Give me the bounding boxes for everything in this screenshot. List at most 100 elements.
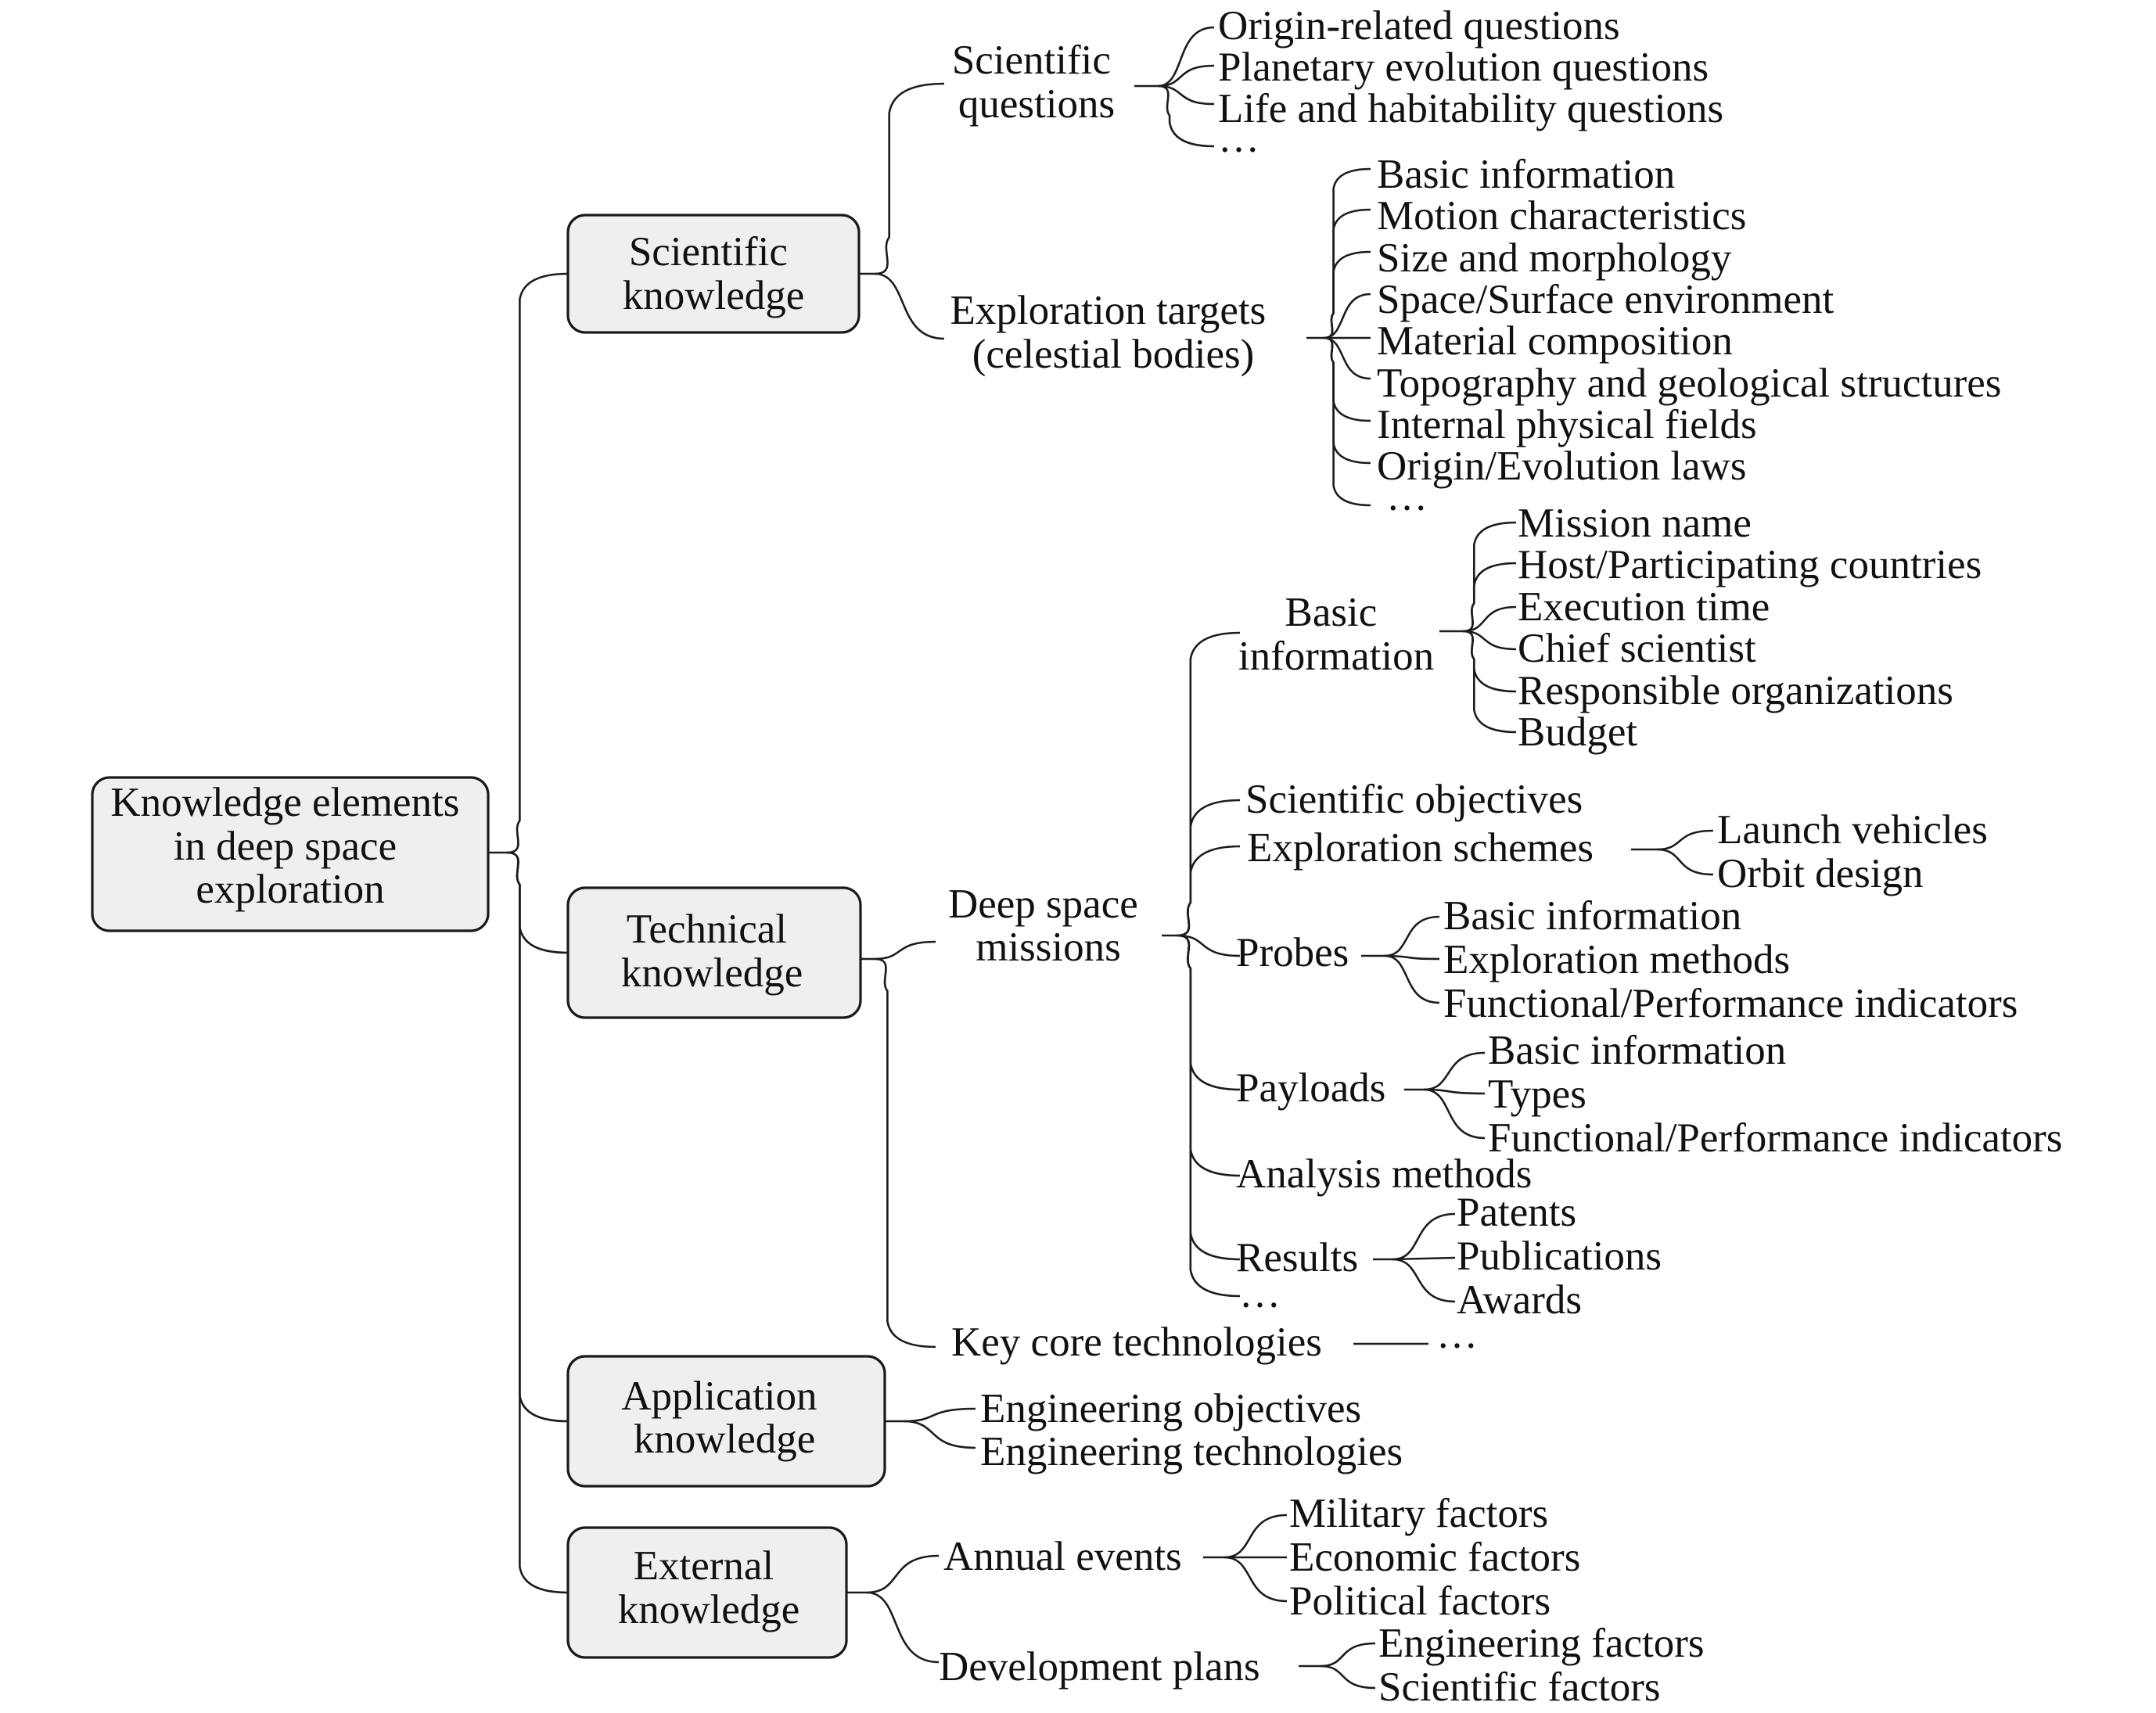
leaf-size-and-morphology: Size and morphology: [1377, 235, 1732, 281]
exploration-schemes-items: Launch vehicles Orbit design: [1717, 807, 1988, 896]
node-application-knowledge-box: [566, 1355, 886, 1488]
node-technical-knowledge-label: Technical knowledge: [621, 907, 803, 996]
connector-results-0: [1392, 1212, 1456, 1261]
node-scientific-knowledge-label: Scientific knowledge: [623, 229, 805, 318]
leaf-orbit-design: Orbit design: [1717, 851, 1924, 896]
node-mission-basic-information: Basic information: [1238, 590, 1434, 679]
leaf-patents: Patents: [1457, 1190, 1576, 1235]
connector-basic-info-2: [1462, 605, 1517, 633]
leaf-engineering-objectives: Engineering objectives: [980, 1386, 1361, 1431]
leaf-probe-performance-indicators: Functional/Performance indicators: [1443, 981, 2018, 1026]
node-deep-space-missions: Deep space missions: [948, 882, 1148, 970]
connector-missions-5: [1177, 934, 1241, 1177]
node-external-knowledge-box: [566, 1526, 848, 1659]
leaf-political-factors: Political factors: [1289, 1578, 1551, 1624]
connector-technical-1: [874, 957, 936, 1348]
node-annual-events: Annual events: [943, 1534, 1182, 1579]
connector-schemes-1: [1656, 848, 1714, 876]
node-technical-knowledge: Technical knowledge: [566, 886, 862, 1019]
connector-targets-0: [1323, 167, 1371, 339]
node-application-knowledge-label: Application knowledge: [621, 1374, 827, 1462]
leaf-origin-evolution-laws: Origin/Evolution laws: [1377, 444, 1747, 489]
connector-application-0: [903, 1407, 976, 1423]
connector-application-1: [903, 1420, 976, 1449]
connector-missions-2: [1177, 845, 1241, 937]
leaf-target-basic-information: Basic information: [1377, 152, 1675, 197]
node-development-plans: Development plans: [939, 1644, 1260, 1690]
leaf-probe-basic-information: Basic information: [1443, 893, 1741, 939]
node-exploration-schemes: Exploration schemes: [1247, 825, 1594, 871]
leaf-budget: Budget: [1518, 709, 1637, 755]
connector-basic-info-4: [1462, 630, 1517, 693]
connector-technical-0: [874, 940, 936, 961]
leaf-scientific-factors: Scientific factors: [1378, 1665, 1661, 1709]
node-scientific-questions: Scientific questions: [952, 38, 1121, 127]
connector-payloads-2: [1423, 1088, 1486, 1140]
root-node: Knowledge elements in deep space explora…: [91, 776, 490, 932]
node-scientific-objectives: Scientific objectives: [1245, 777, 1583, 822]
connector-lines: [488, 26, 1714, 1690]
connector-missions-1: [1177, 799, 1241, 937]
leaf-payload-basic-information: Basic information: [1488, 1028, 1786, 1073]
connector-scientific-1: [874, 272, 945, 340]
development-plans-items: Engineering factors Scientific factors: [1378, 1621, 1704, 1710]
node-missions-ellipsis: …: [1239, 1271, 1281, 1316]
connector-scientific-0: [874, 82, 945, 275]
leaf-engineering-factors: Engineering factors: [1378, 1621, 1704, 1666]
leaf-execution-time: Execution time: [1518, 584, 1770, 630]
connector-basic-info-1: [1462, 562, 1517, 633]
leaf-internal-physical-fields: Internal physical fields: [1377, 402, 1757, 447]
application-items: Engineering objectives Engineering techn…: [980, 1386, 1403, 1474]
node-analysis-methods: Analysis methods: [1236, 1151, 1532, 1197]
connector-questions-2: [1157, 84, 1215, 106]
connector-results-2: [1392, 1258, 1456, 1303]
node-exploration-targets: Exploration targets (celestial bodies): [950, 288, 1276, 377]
connector-missions-4: [1177, 934, 1241, 1091]
connector-external-0: [866, 1554, 940, 1594]
node-scientific-knowledge: Scientific knowledge: [566, 214, 861, 334]
connector-questions-1: [1157, 64, 1215, 88]
leaf-military-factors: Military factors: [1289, 1491, 1548, 1536]
connector-plans-0: [1320, 1642, 1376, 1668]
connector-root-3: [506, 851, 569, 1594]
leaf-publications: Publications: [1457, 1234, 1662, 1279]
connector-targets-6: [1323, 336, 1371, 422]
scientific-questions-items: Origin-related questions Planetary evolu…: [1218, 3, 1723, 161]
leaf-exploration-methods: Exploration methods: [1443, 937, 1790, 982]
connector-missions-0: [1177, 631, 1241, 937]
connector-basic-info-5: [1462, 630, 1517, 734]
mission-basic-information-items: Mission name Host/Participating countrie…: [1518, 501, 1982, 755]
leaf-planetary-evolution-questions: Planetary evolution questions: [1218, 45, 1709, 90]
leaf-key-tech-ellipsis: …: [1436, 1312, 1478, 1357]
root-node-box: [91, 776, 490, 932]
leaf-questions-ellipsis: …: [1218, 116, 1259, 161]
leaf-awards: Awards: [1457, 1277, 1582, 1323]
connector-payloads-1: [1423, 1088, 1486, 1095]
connector-schemes-0: [1656, 829, 1714, 851]
leaf-motion-characteristics: Motion characteristics: [1377, 193, 1746, 239]
connector-targets-3: [1323, 293, 1371, 339]
node-results: Results: [1236, 1235, 1358, 1280]
root-node-label: Knowledge elements in deep space explora…: [110, 780, 469, 912]
connector-targets-2: [1323, 250, 1371, 339]
leaf-life-habitability-questions: Life and habitability questions: [1218, 86, 1723, 131]
exploration-targets-items: Basic information Motion characteristics…: [1377, 152, 2001, 519]
leaf-launch-vehicles: Launch vehicles: [1717, 807, 1988, 853]
leaf-payload-types: Types: [1488, 1072, 1586, 1117]
leaf-economic-factors: Economic factors: [1289, 1535, 1580, 1580]
connector-root-0: [506, 272, 569, 854]
connector-annual-2: [1224, 1556, 1288, 1603]
leaf-origin-related-questions: Origin-related questions: [1218, 3, 1620, 48]
leaf-host-participating-countries: Host/Participating countries: [1518, 542, 1982, 587]
node-key-core-technologies: Key core technologies: [951, 1320, 1322, 1365]
connector-plans-1: [1320, 1665, 1376, 1690]
leaf-chief-scientist: Chief scientist: [1518, 626, 1756, 671]
node-application-knowledge: Application knowledge: [566, 1355, 886, 1488]
probes-items: Basic information Exploration methods Fu…: [1443, 893, 2018, 1026]
node-external-knowledge: External knowledge: [566, 1526, 848, 1659]
connector-missions-6: [1177, 934, 1241, 1261]
results-items: Patents Publications Awards: [1457, 1190, 1662, 1323]
connector-probes-0: [1384, 915, 1440, 957]
payloads-items: Basic information Types Functional/Perfo…: [1488, 1028, 2062, 1161]
